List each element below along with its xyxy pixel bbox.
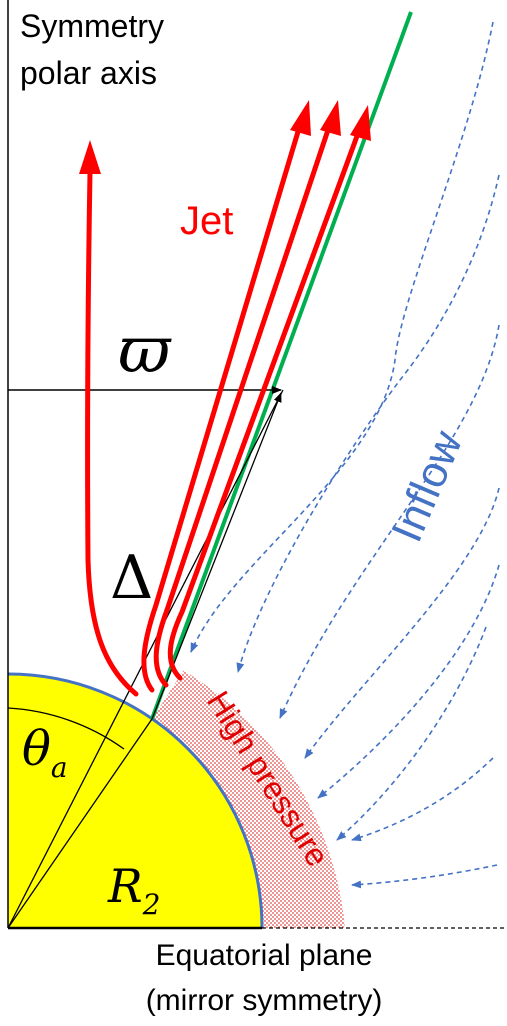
radius-symbol: R [107, 859, 143, 913]
high-pressure-region [152, 670, 345, 928]
inflow-line-1 [190, 21, 494, 653]
cone-boundary-line [150, 11, 413, 720]
jet-arrowhead-2 [320, 100, 341, 136]
inflow-line-6 [336, 626, 487, 841]
radius-line [7, 718, 153, 929]
jet-arrowhead-3 [350, 105, 371, 141]
radius-label: R2 [107, 859, 160, 921]
polar-axis-label-line2: polar axis [20, 55, 157, 91]
theta-symbol: θ [22, 721, 51, 777]
theta-label: θa [22, 721, 68, 784]
jet-streamline-3 [167, 125, 363, 681]
inflow-line-3 [279, 324, 500, 719]
jet-arrowhead-1 [290, 100, 311, 136]
jet-streamline-1 [141, 122, 303, 693]
equatorial-label-line2: (mirror symmetry) [146, 984, 383, 1017]
inflow-label: Inflow [382, 424, 472, 549]
inflow-line-7 [351, 757, 494, 842]
jet-arrowhead-polar [79, 140, 101, 174]
inflow-line-2 [236, 174, 500, 673]
star-quarter-disk [8, 674, 262, 928]
jet-streamline-polar [85, 169, 139, 697]
polar-axis-label-line1: Symmetry [20, 8, 164, 44]
inflow-streamlines [190, 21, 500, 889]
jet-arrowheads [79, 100, 371, 174]
jet-streamline-2 [153, 121, 333, 688]
theta-subscript: a [51, 751, 68, 784]
jet-streamlines [85, 121, 363, 697]
star-surface-edge [7, 672, 264, 929]
radius-subscript: 2 [142, 888, 161, 921]
equatorial-label-line1: Equatorial plane [156, 939, 373, 972]
inflow-line-8 [351, 864, 498, 889]
inflow-line-5 [317, 564, 500, 799]
omega-label: ϖ [118, 314, 172, 388]
delta-label: Δ [110, 543, 153, 613]
theta-angle-arc [7, 707, 125, 750]
inflow-line-4 [304, 487, 500, 759]
jet-label: Jet [180, 199, 233, 243]
